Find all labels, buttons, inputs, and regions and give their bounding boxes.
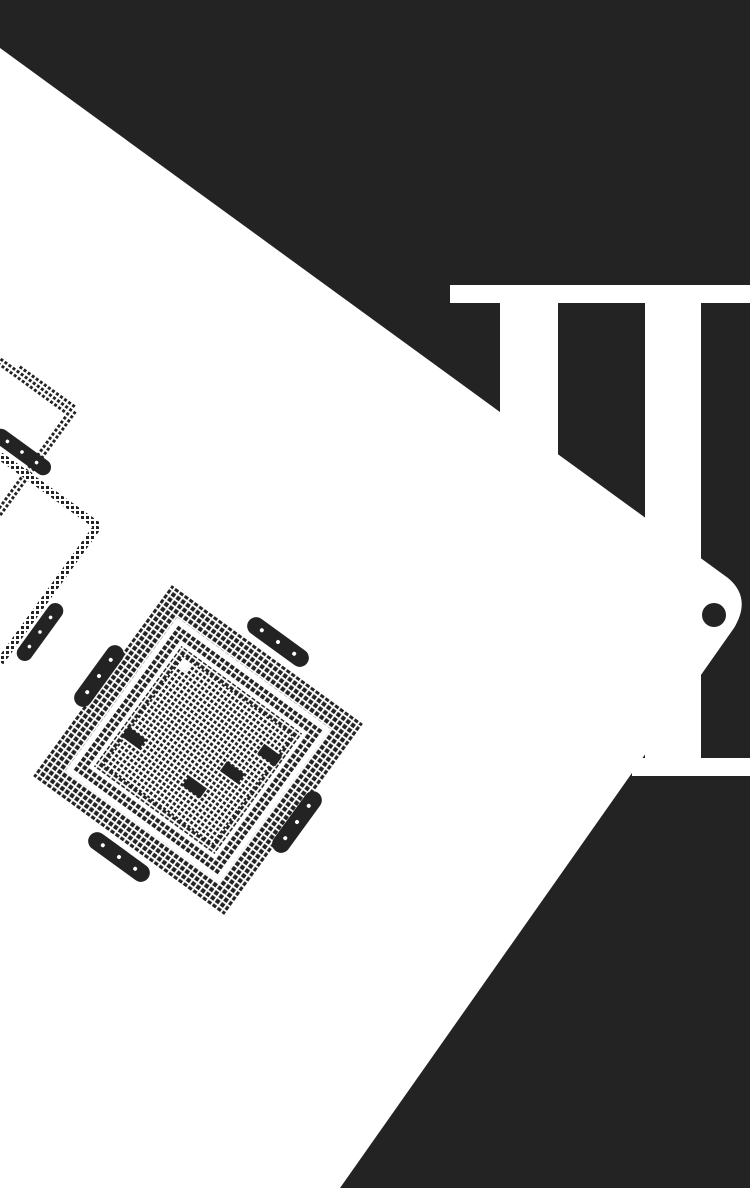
chip-die: [103, 655, 293, 845]
die-corner-mark: [177, 657, 192, 672]
chip-ring-inner: [89, 641, 307, 859]
die-mark-2: [182, 775, 207, 799]
die-mark-3: [219, 761, 245, 784]
card: [0, 48, 742, 1188]
die-mark-4: [257, 743, 283, 767]
hole-icon: [702, 603, 726, 627]
die-mark-1: [121, 726, 147, 750]
pad-icon-partial-2: [16, 602, 64, 662]
chip-ring: [65, 617, 331, 883]
pad-icon-right: [272, 791, 322, 853]
pad-icon-bottom: [88, 832, 150, 882]
pad-icon-top: [247, 617, 309, 667]
pad-icon-left: [74, 645, 124, 707]
pad-icon-partial-1: [0, 428, 52, 476]
chip-partial-border: [0, 452, 102, 665]
